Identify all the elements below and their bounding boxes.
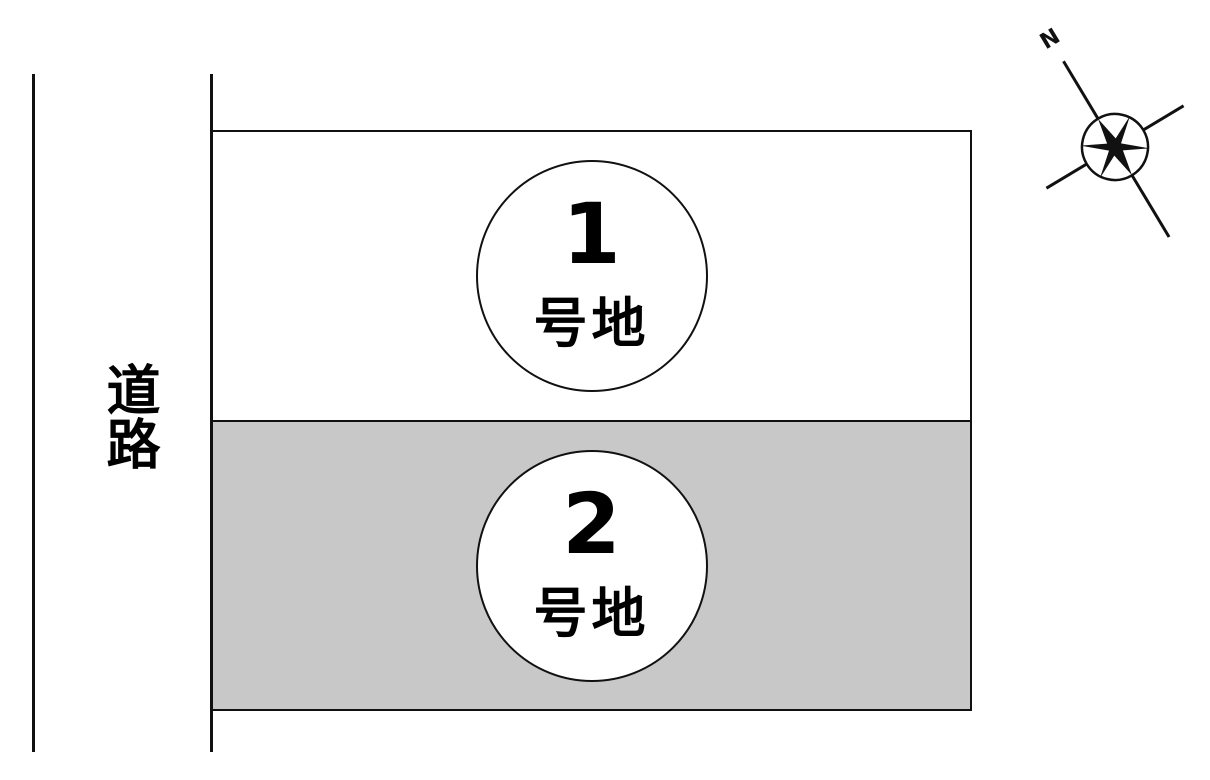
compass-star (1080, 115, 1150, 179)
lot-1-label: 号地 (533, 292, 650, 355)
lot-1-number: 1 (562, 185, 621, 283)
road-left-edge-line (32, 74, 35, 752)
compass-north-label: N (1036, 24, 1065, 55)
lot-2-number: 2 (562, 474, 621, 573)
lot-2: 2 号地 (211, 420, 972, 711)
road-label: 道路 (97, 362, 160, 470)
north-arrow-compass-icon: N (1036, 24, 1185, 238)
lot-2-label: 号地 (533, 581, 650, 645)
lot-1: 1 号地 (211, 130, 972, 422)
lot-2-badge: 2 号地 (475, 449, 708, 682)
compass-rotation-group: N (1036, 24, 1185, 238)
lot-1-badge: 1 号地 (475, 160, 708, 392)
